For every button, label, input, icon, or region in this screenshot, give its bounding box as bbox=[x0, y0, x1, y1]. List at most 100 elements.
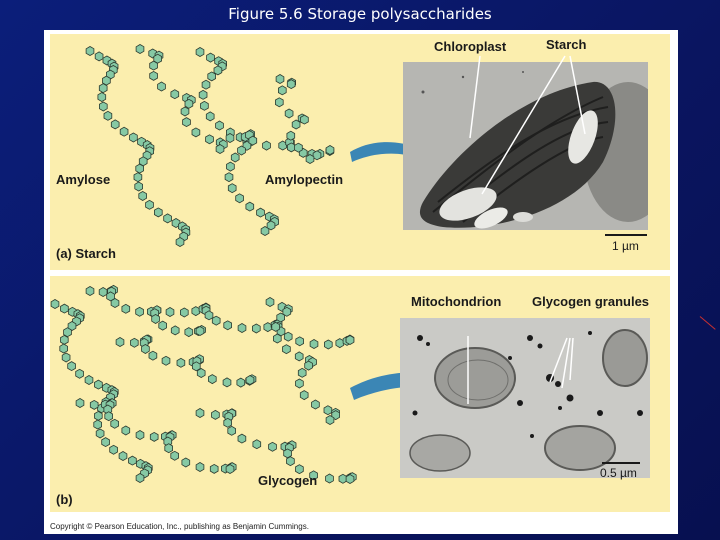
glucose-unit bbox=[94, 51, 104, 62]
glucose-unit bbox=[276, 312, 286, 323]
glucose-unit bbox=[98, 287, 108, 297]
glucose-unit bbox=[184, 98, 194, 109]
glucose-unit bbox=[200, 100, 209, 111]
glucose-unit bbox=[94, 379, 103, 390]
glucose-unit bbox=[85, 46, 95, 56]
glucose-unit bbox=[89, 399, 99, 410]
glucose-unit bbox=[61, 352, 71, 363]
glucose-unit bbox=[309, 339, 319, 349]
glucose-unit bbox=[295, 464, 304, 475]
starch-chains-illustration bbox=[85, 44, 458, 247]
glucose-unit bbox=[104, 411, 113, 422]
glucose-unit bbox=[282, 344, 291, 355]
glucose-unit bbox=[295, 336, 305, 347]
glucose-unit bbox=[266, 220, 276, 231]
glucose-unit bbox=[135, 473, 145, 483]
chloroplast-micrograph bbox=[403, 62, 648, 230]
glucose-unit bbox=[345, 474, 355, 484]
glucose-unit bbox=[184, 327, 194, 338]
glucose-unit bbox=[135, 430, 145, 440]
glucose-unit bbox=[98, 83, 108, 94]
glucose-unit bbox=[227, 183, 237, 194]
glucose-unit bbox=[195, 462, 205, 472]
panel-starch: Chloroplast Starch Amylose Amylopectin (… bbox=[50, 34, 670, 270]
glucose-unit bbox=[149, 60, 158, 71]
glucose-unit bbox=[209, 463, 219, 474]
glucose-unit bbox=[191, 361, 201, 372]
glucose-unit bbox=[205, 134, 214, 145]
glucose-unit bbox=[106, 291, 115, 302]
glucose-unit bbox=[175, 237, 185, 247]
glucose-unit bbox=[345, 335, 355, 345]
glucose-unit bbox=[179, 307, 189, 318]
part-a-label: (a) Starch bbox=[56, 246, 116, 261]
glucose-unit bbox=[195, 326, 205, 336]
glucose-unit bbox=[311, 399, 320, 410]
glucose-unit bbox=[325, 145, 335, 155]
glucose-unit bbox=[286, 456, 295, 467]
glucose-unit bbox=[97, 92, 107, 102]
glucose-unit bbox=[176, 357, 186, 368]
glucose-unit bbox=[129, 132, 138, 143]
glucose-unit bbox=[101, 437, 110, 448]
glucose-unit bbox=[135, 44, 145, 54]
glucose-unit bbox=[165, 307, 175, 317]
glucose-unit bbox=[145, 199, 154, 210]
glucose-unit bbox=[170, 450, 180, 461]
glucose-unit bbox=[291, 119, 301, 130]
scale-label-a: 1 µm bbox=[612, 239, 639, 253]
glucose-unit bbox=[277, 85, 287, 96]
glucose-unit bbox=[262, 140, 271, 151]
slide-title: Figure 5.6 Storage polysaccharides bbox=[228, 5, 492, 23]
glucose-unit bbox=[300, 114, 309, 125]
glucose-unit bbox=[103, 110, 113, 121]
glucose-unit bbox=[170, 325, 180, 336]
glucose-unit bbox=[325, 415, 335, 425]
glucose-unit bbox=[67, 321, 77, 331]
chloroplast-label: Chloroplast bbox=[434, 39, 507, 54]
glucose-unit bbox=[119, 126, 129, 137]
glucose-unit bbox=[325, 473, 334, 484]
glucose-unit bbox=[50, 299, 60, 309]
glucose-unit bbox=[195, 408, 205, 418]
glucose-unit bbox=[286, 130, 296, 141]
glucose-unit bbox=[149, 70, 158, 81]
glucose-unit bbox=[245, 375, 255, 385]
scale-label-b: 0.5 µm bbox=[600, 466, 637, 480]
glucose-unit bbox=[251, 323, 261, 334]
glucose-unit bbox=[275, 74, 285, 84]
glucose-unit bbox=[134, 181, 143, 192]
glucose-unit bbox=[227, 425, 237, 436]
glucose-unit bbox=[225, 133, 235, 143]
glucose-unit bbox=[248, 135, 258, 146]
glucose-unit bbox=[283, 331, 293, 342]
glucose-unit bbox=[121, 425, 131, 436]
glucose-unit bbox=[182, 117, 191, 128]
glucose-unit bbox=[75, 368, 84, 379]
glucose-unit bbox=[148, 350, 158, 361]
arrow-to-chloroplast bbox=[350, 142, 458, 184]
glucose-unit bbox=[128, 455, 137, 466]
copyright-notice: Copyright © Pearson Education, Inc., pub… bbox=[50, 522, 309, 531]
glucose-unit bbox=[94, 410, 103, 421]
glucose-unit bbox=[272, 333, 282, 344]
glucose-unit bbox=[237, 145, 246, 156]
glucose-unit bbox=[180, 106, 190, 117]
glucose-unit bbox=[133, 172, 143, 183]
glucose-unit bbox=[309, 470, 318, 481]
glucose-unit bbox=[67, 361, 76, 372]
part-b-label: (b) bbox=[56, 492, 73, 507]
glucose-unit bbox=[236, 377, 246, 388]
glucose-unit bbox=[130, 337, 139, 348]
glucose-unit bbox=[110, 119, 120, 130]
glucose-unit bbox=[161, 355, 171, 366]
glycogen-granules-label: Glycogen granules bbox=[532, 294, 650, 309]
glucose-unit bbox=[335, 338, 345, 349]
glucose-unit bbox=[223, 320, 233, 331]
glucose-unit bbox=[225, 464, 235, 474]
glucose-unit bbox=[211, 409, 220, 420]
amylopectin-label: Amylopectin bbox=[265, 172, 344, 187]
glucose-unit bbox=[207, 374, 217, 385]
glucose-unit bbox=[154, 207, 163, 218]
glucose-unit bbox=[141, 344, 150, 354]
